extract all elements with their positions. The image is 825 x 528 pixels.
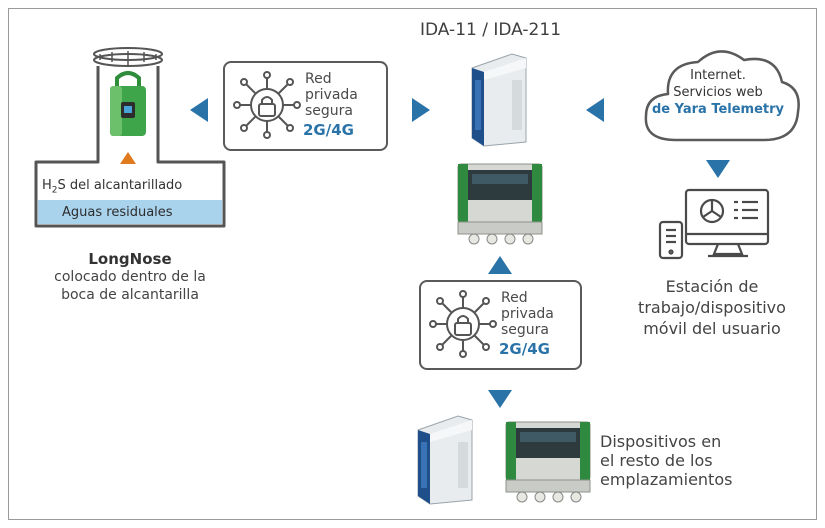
secure-network-box-bottom: Red privada segura 2G/4G (419, 280, 582, 370)
arrow-down-icon (488, 390, 512, 408)
manhole-diagram (34, 47, 226, 228)
ida-11-device-image (471, 53, 527, 147)
arrow-up-icon (488, 256, 512, 274)
remote-ida-11-device-image (417, 415, 473, 505)
secure-network-box-top: Red privada segura 2G/4G (223, 61, 388, 151)
network-label: privada (305, 87, 358, 103)
network-label: segura (501, 322, 550, 338)
network-label: segura (305, 103, 354, 119)
arrow-right-icon (412, 98, 430, 122)
longnose-sensor-icon (110, 71, 146, 136)
network-label: Red (501, 290, 528, 306)
cloud-icon (644, 50, 800, 142)
wastewater-label: Aguas residuales (62, 205, 173, 220)
arrow-left-icon (190, 98, 208, 122)
manhole-cover-icon (93, 47, 163, 67)
remote-ida-211-device-image (505, 421, 591, 503)
device-title: IDA-11 / IDA-211 (420, 20, 562, 40)
manhole-shaft (34, 66, 226, 228)
arrow-left-icon (586, 98, 604, 122)
network-lock-icon (233, 71, 301, 139)
longnose-name: LongNose (88, 250, 172, 268)
network-label: privada (501, 306, 554, 322)
network-label: Red (305, 71, 332, 87)
arrow-down-icon (706, 160, 730, 178)
h2s-label: H2S del alcantarillado (42, 178, 183, 196)
gas-up-arrow-icon (120, 152, 136, 164)
workstation-icon (658, 188, 770, 260)
ida-211-device-image (457, 163, 543, 245)
network-tech-label: 2G/4G (499, 340, 550, 358)
yara-telemetry-label: de Yara Telemetry (651, 102, 785, 117)
network-tech-label: 2G/4G (303, 121, 354, 139)
wastewater-fill (38, 200, 222, 224)
cloud-caption: Internet.Servicios web de Yara Telemetry (651, 68, 785, 117)
network-lock-icon (429, 290, 497, 358)
